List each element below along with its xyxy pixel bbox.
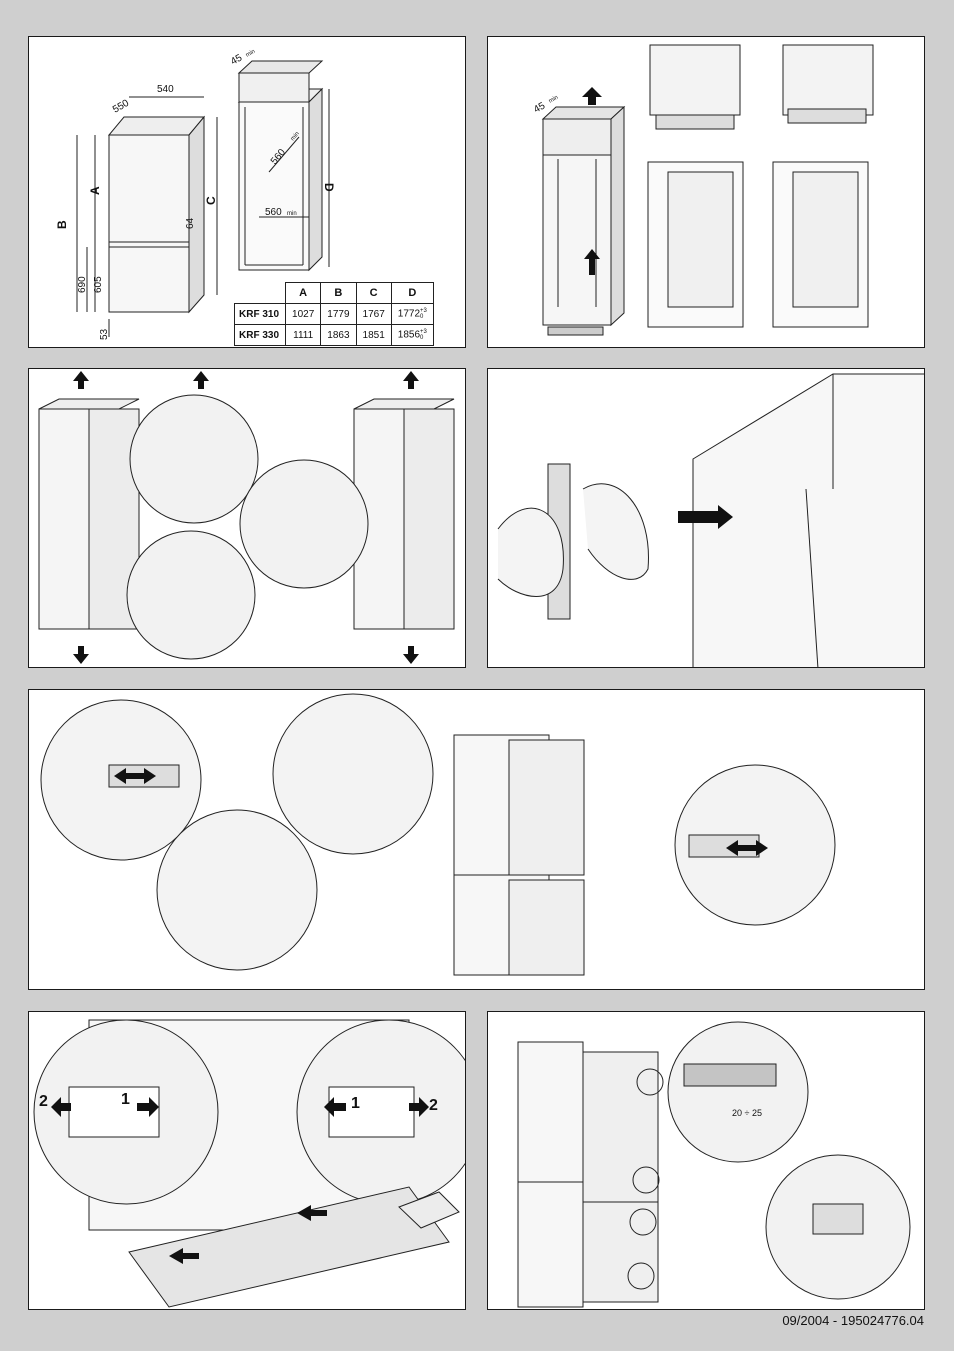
- cell-c: 1767: [355, 303, 392, 325]
- panel-seal-strip: [487, 368, 925, 668]
- label-a: A: [88, 186, 102, 195]
- label-45: 45: [229, 52, 245, 67]
- label-c: C: [204, 196, 218, 205]
- dimension-drawing: B A C D 540 550 45 min 560 min 560 min 6…: [55, 49, 336, 340]
- panel-door-reversal: [28, 368, 466, 668]
- model-name: KRF 330: [233, 324, 287, 346]
- door-reversal-drawing: [38, 371, 455, 664]
- step-1-left: 1: [121, 1091, 130, 1108]
- label-605: 605: [93, 276, 104, 293]
- cell-a: 1111: [285, 324, 322, 346]
- header-d: D: [390, 282, 434, 304]
- label-b: B: [55, 220, 69, 229]
- range-label: 20 ÷ 25: [732, 1108, 762, 1118]
- label-d: D: [322, 183, 336, 192]
- label-550: 550: [111, 98, 131, 116]
- ventilation-drawing: 45 min: [532, 44, 874, 336]
- tolerance-zero: 0: [420, 314, 424, 320]
- panel-dimensions: B A C D 540 550 45 min 560 min 560 min 6…: [28, 36, 466, 348]
- table-header-row: A B C D: [235, 282, 434, 304]
- seal-strip-drawing: [497, 373, 924, 667]
- cell-a: 1027: [285, 303, 322, 325]
- panel-hinge-adjustment: [28, 689, 925, 990]
- cell-c: 1851: [355, 324, 392, 346]
- cell-b: 1779: [320, 303, 357, 325]
- label-45-min: min: [245, 49, 256, 59]
- label-540: 540: [157, 84, 174, 95]
- tolerance-plus: +3: [420, 329, 427, 335]
- model-name: KRF 310: [233, 303, 287, 325]
- step-1-right: 1: [351, 1095, 360, 1112]
- label-560-depth-min: min: [290, 131, 301, 142]
- label-64: 64: [185, 217, 196, 229]
- label-560-width-min: min: [287, 211, 297, 217]
- label-53: 53: [99, 328, 110, 340]
- step-2-right: 2: [429, 1097, 438, 1114]
- tolerance-zero: 0: [420, 335, 424, 341]
- header-b: B: [320, 282, 357, 304]
- label-45-min: min: [548, 95, 559, 105]
- header-a: A: [285, 282, 322, 304]
- panel-base-grille: 2 1 1 2: [28, 1011, 466, 1310]
- label-560-width: 560: [265, 207, 282, 218]
- door-fixing-drawing: 20 ÷ 25: [517, 1021, 911, 1308]
- hinge-adjustment-drawing: [40, 693, 836, 976]
- label-690: 690: [77, 276, 88, 293]
- label-45: 45: [532, 100, 548, 115]
- base-grille-drawing: 2 1 1 2: [33, 1019, 465, 1308]
- footer-code: 09/2004 - 195024776.04: [782, 1313, 924, 1328]
- panel-ventilation: 45 min: [487, 36, 925, 348]
- panel-door-fixing: 20 ÷ 25: [487, 1011, 925, 1310]
- cell-b: 1863: [320, 324, 357, 346]
- step-2-left: 2: [39, 1093, 48, 1110]
- header-c: C: [355, 282, 392, 304]
- tolerance-plus: +3: [420, 308, 427, 314]
